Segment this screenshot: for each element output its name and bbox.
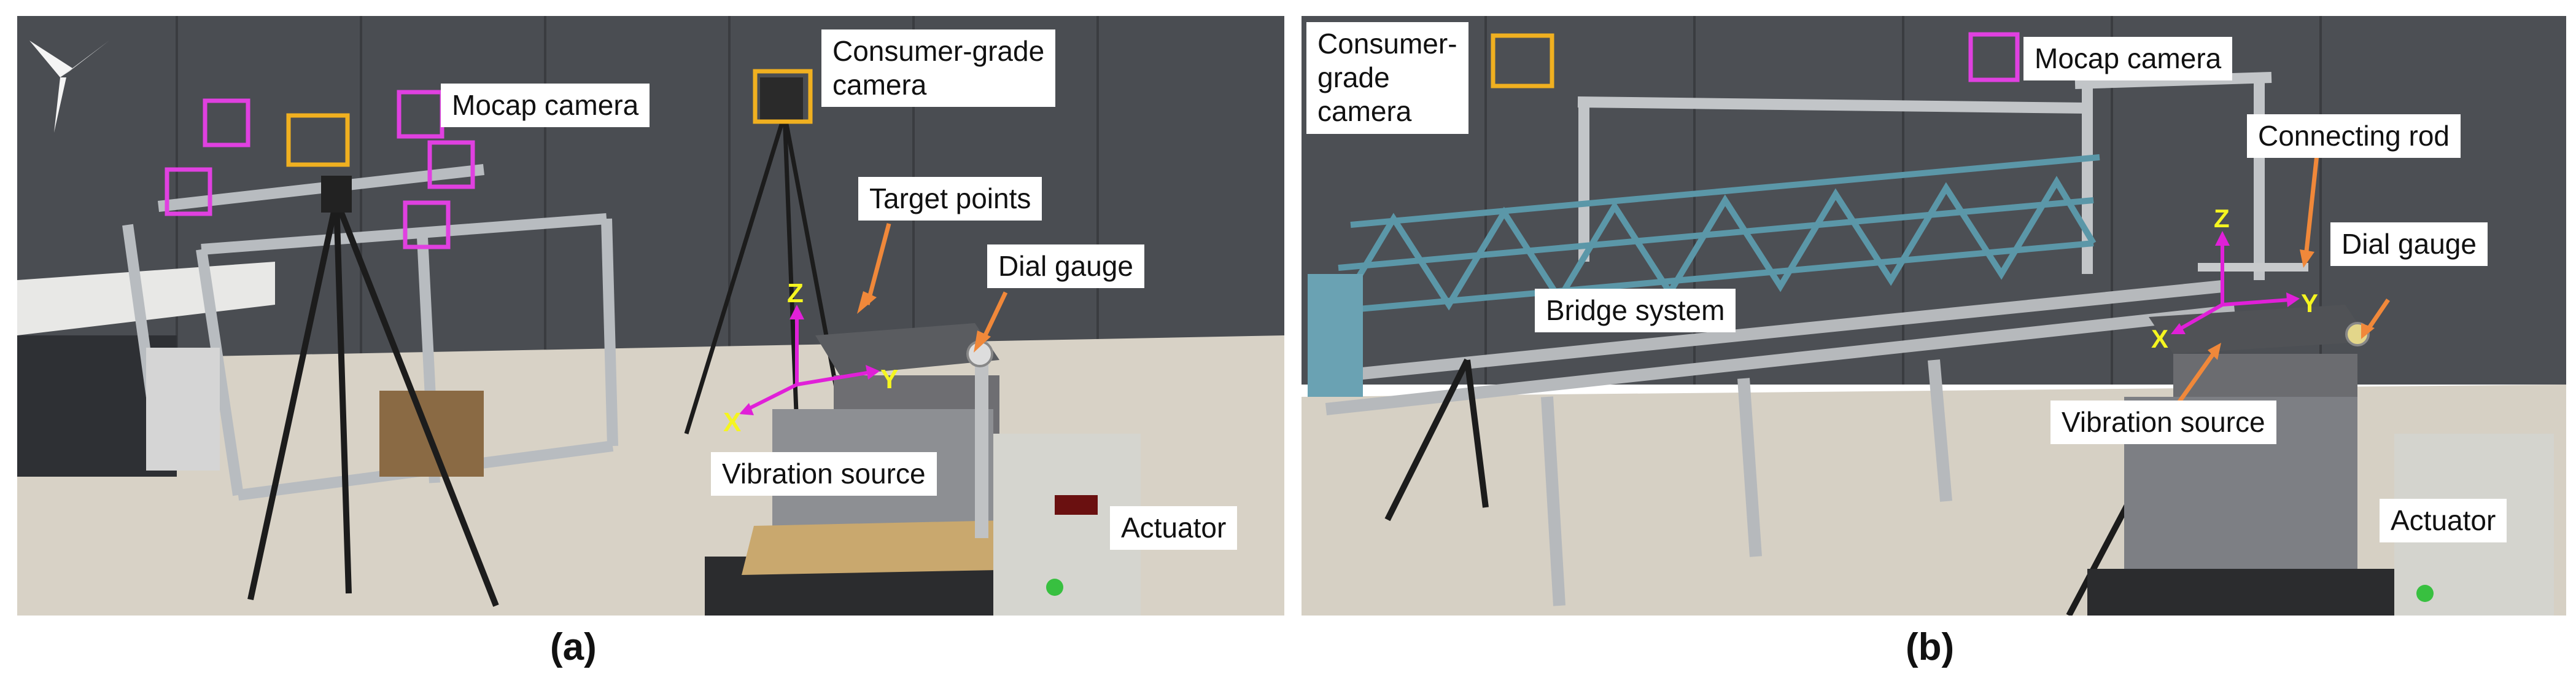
mocap-box-2 — [165, 167, 212, 216]
label-consumer-camera-a-line2: camera — [832, 69, 927, 101]
caption-b: (b) — [1906, 626, 1955, 668]
label-consumer-camera-b-line1: Consumer- — [1317, 28, 1457, 60]
mocap-box-b — [1968, 32, 2020, 82]
axis-heads-a — [739, 305, 880, 415]
axis-label-x: X — [723, 407, 741, 437]
axis-label-x-b: X — [2151, 324, 2168, 353]
consumer-box-b — [1491, 33, 1554, 88]
label-dial-gauge-a: Dial gauge — [987, 244, 1144, 289]
consumer-box-1 — [286, 113, 350, 167]
label-consumer-camera-a-line1: Consumer-grade — [832, 35, 1045, 67]
label-actuator-b: Actuator — [2380, 499, 2507, 543]
axis-label-y-b: Y — [2301, 289, 2318, 318]
lab-scene-a: Z Y X — [17, 16, 1284, 616]
label-bridge-system-b: Bridge system — [1535, 289, 1736, 333]
label-consumer-camera-b-line3: camera — [1317, 95, 1412, 128]
label-consumer-camera-b: Consumer- grade camera — [1306, 22, 1468, 134]
mocap-box-5 — [403, 200, 451, 249]
pointer-arrowheads-b — [2208, 249, 2375, 360]
mocap-box-4 — [427, 140, 475, 189]
label-mocap-camera-b: Mocap camera — [2023, 37, 2233, 81]
tripod-a — [247, 199, 499, 607]
pointer-arrows-a — [865, 223, 1008, 343]
wall-logo — [29, 41, 109, 133]
axis-arrows-a — [747, 316, 871, 411]
consumer-box-2 — [753, 69, 813, 124]
label-connecting-rod-b: Connecting rod — [2247, 114, 2461, 158]
label-vibration-source-a: Vibration source — [711, 452, 937, 496]
mocap-box-1 — [203, 98, 250, 147]
photo-panel-b: Z Y X Consumer- grade camera Mocap camer… — [1302, 16, 2566, 616]
label-mocap-camera-a: Mocap camera — [441, 84, 650, 128]
label-consumer-camera-b-line2: grade — [1317, 61, 1390, 94]
pointer-arrowheads-a — [857, 291, 991, 353]
label-target-points-a: Target points — [858, 177, 1042, 221]
caption-a: (a) — [550, 626, 597, 668]
label-vibration-source-b: Vibration source — [2050, 401, 2276, 445]
actuator-box-a — [993, 434, 1141, 616]
axis-label-z-b: Z — [2214, 204, 2230, 233]
axis-arrows-b — [2178, 241, 2291, 331]
label-dial-gauge-b: Dial gauge — [2330, 222, 2488, 267]
label-consumer-camera-a: Consumer-grade camera — [821, 29, 1056, 108]
photo-panel-a: Z Y X Mocap camera Consumer-grade camera… — [17, 16, 1284, 616]
lab-scene-b: Z Y X — [1302, 16, 2566, 616]
axis-heads-b — [2171, 231, 2300, 334]
label-actuator-a: Actuator — [1110, 506, 1238, 550]
axis-label-y: Y — [880, 364, 898, 394]
axis-label-z: Z — [787, 278, 804, 308]
consumer-camera-markers-a — [286, 69, 813, 167]
bridge-truss-b — [1335, 154, 2100, 314]
